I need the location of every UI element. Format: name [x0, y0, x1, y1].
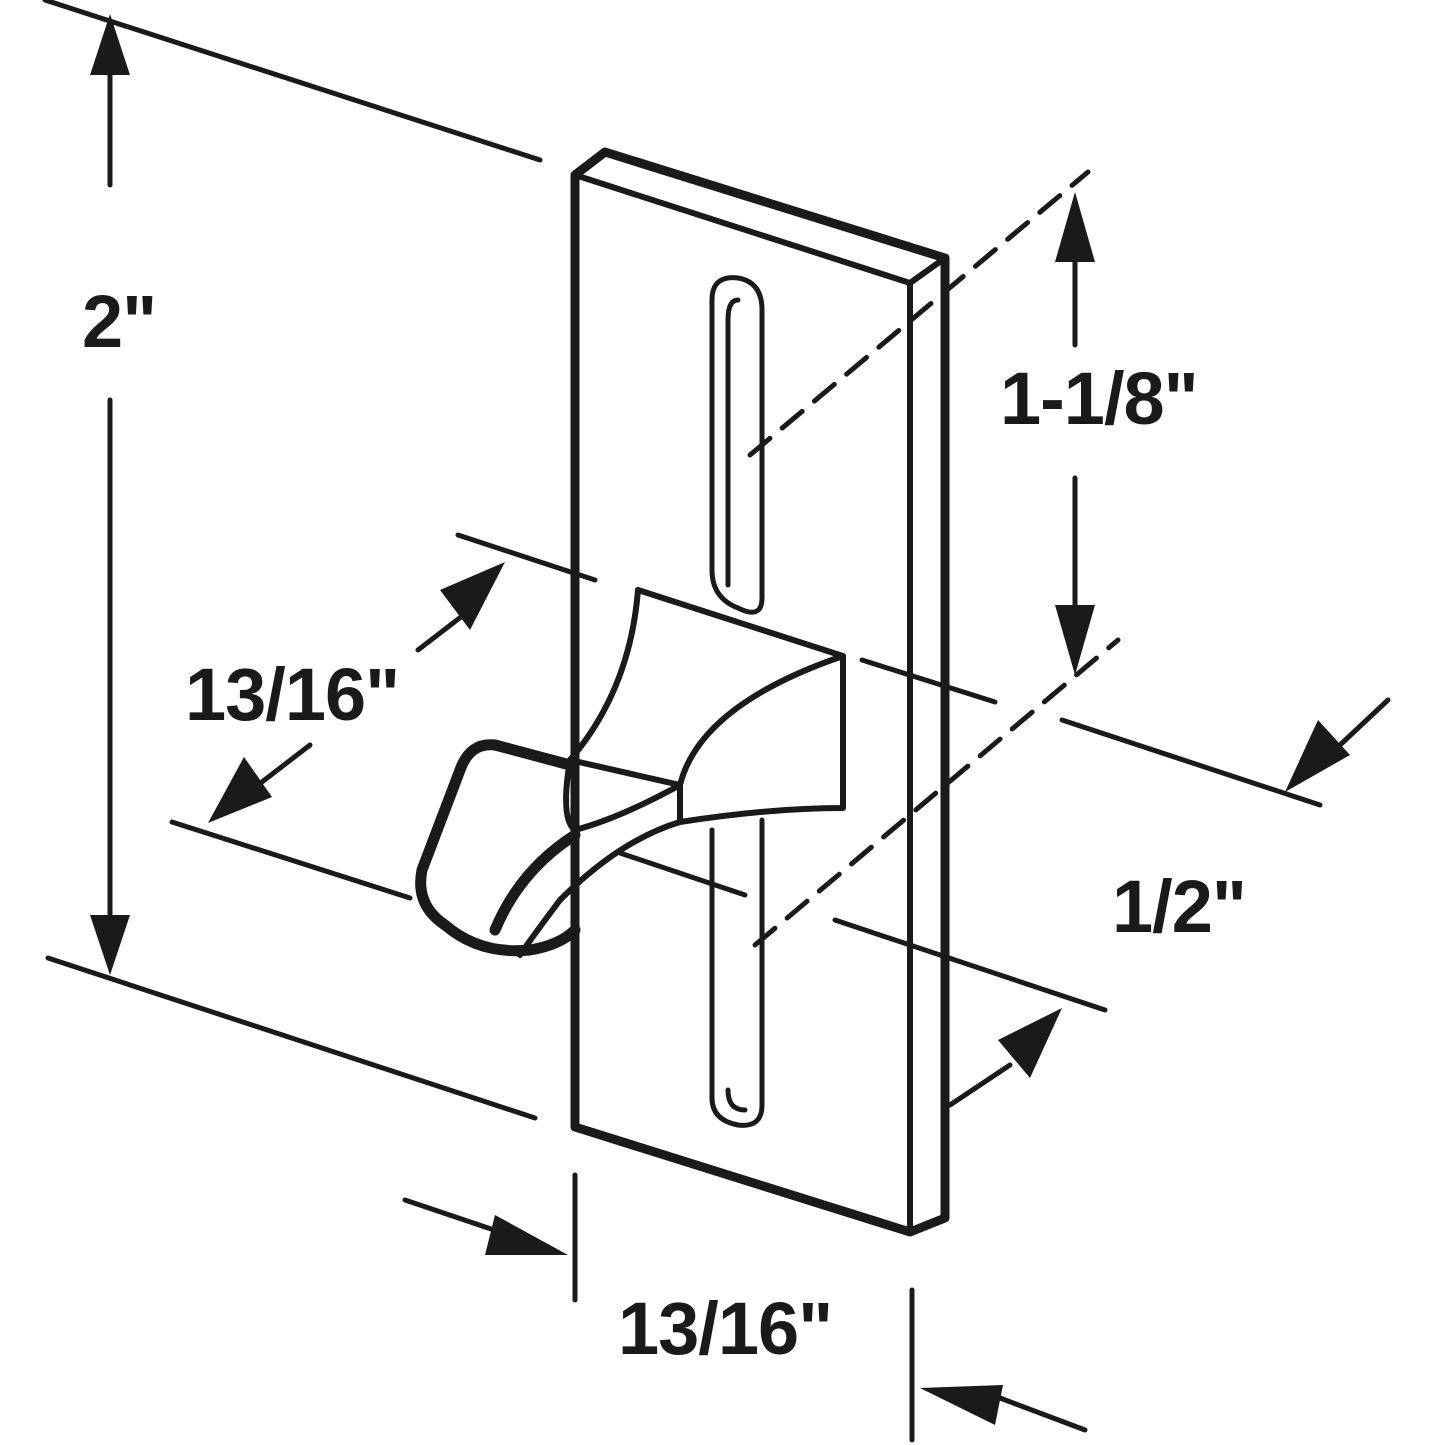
- height-extension-lines: [42, 0, 543, 1121]
- hook: [517, 587, 846, 958]
- lower-slot: [709, 817, 765, 1128]
- dimension-label-plate-width: 13/16": [618, 1287, 833, 1370]
- plate-edges: [572, 172, 948, 1235]
- thickness-extension-lines: [832, 717, 1323, 1013]
- width-extension-lines: [572, 1172, 915, 1443]
- dimension-label-plate-thickness: 1/2": [1112, 865, 1247, 948]
- hook-projection-extension-lines: [169, 532, 998, 901]
- hook-loop: [415, 739, 581, 957]
- dimension-label-hook-projection: 13/16": [185, 653, 400, 736]
- arrow-icon: [1055, 192, 1095, 675]
- arrow-icon: [998, 720, 1350, 1078]
- arrow-icon: [208, 562, 505, 823]
- arrow-icon: [485, 1215, 1003, 1425]
- dimension-label-slot-spacing: 1-1/8": [1000, 357, 1199, 440]
- thickness-dimension-line: [947, 697, 1391, 1108]
- mounting-plate: [570, 147, 950, 1237]
- upper-slot: [709, 275, 765, 615]
- slot-spacing-projection-lines: [747, 169, 1121, 948]
- arrow-icon: [90, 14, 130, 975]
- width-dimension-line: [402, 1197, 1088, 1433]
- dimension-label-overall-height: 2": [82, 280, 157, 363]
